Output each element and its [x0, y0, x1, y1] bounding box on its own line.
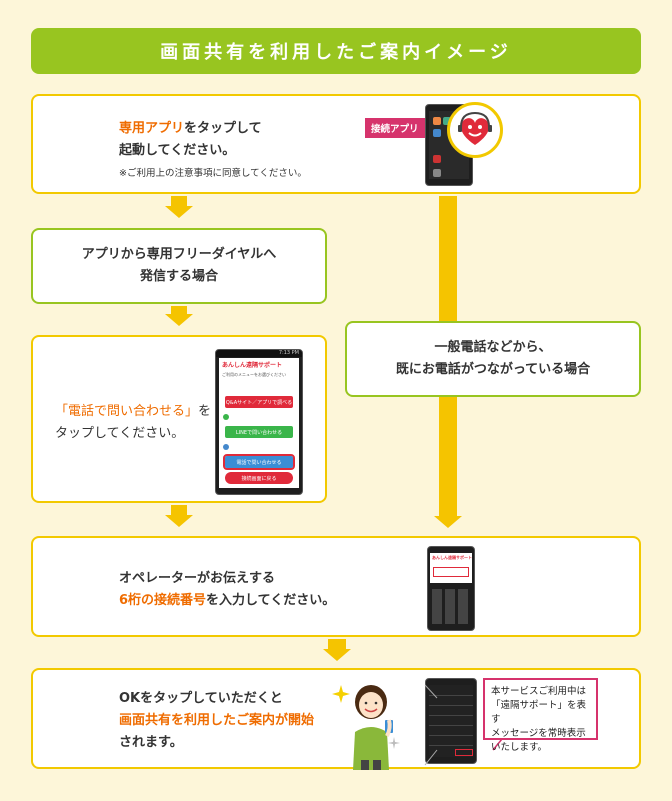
step5-text: OKをタップしていただくと 画面共有を利用したご案内が開始 されます。 — [119, 688, 314, 754]
page-title: 画面共有を利用したご案内イメージ — [31, 28, 641, 74]
step5-line3: されます。 — [119, 735, 183, 750]
step4-line2-rest: を入力してください。 — [206, 593, 336, 608]
step3-line1-rest: を — [198, 404, 212, 419]
step3-line2: タップしてください。 — [55, 426, 185, 441]
callout-line: 「遠隔サポート」を表す — [491, 700, 587, 725]
step2a-box: アプリから専用フリーダイヤルへ 発信する場合 — [31, 228, 327, 304]
flow-arrow-head — [323, 649, 351, 661]
step1-app-highlight: 専用アプリ — [119, 121, 185, 136]
app-icon — [443, 117, 451, 125]
code-input[interactable] — [433, 567, 469, 577]
remote-support-callout: 本サービスご利用中は 「遠隔サポート」を表す メッセージを常時表示 いたします。 — [483, 678, 598, 753]
status-bar: 7:13 PM — [216, 350, 302, 357]
step3-box: 「電話で問い合わせる」を タップしてください。 7:13 PM あんしん遠隔サポ… — [31, 335, 327, 503]
phone-menu-screen: 7:13 PM あんしん遠隔サポート ご利用のメニューをお選びください Q&Aサ… — [215, 349, 303, 495]
phone-code-screen: あんしん遠隔サポート — [427, 546, 475, 631]
list-divider — [429, 745, 473, 746]
app-title: あんしん遠隔サポート — [222, 362, 283, 369]
step2a-line2: 発信する場合 — [139, 269, 218, 284]
faq-button[interactable]: Q&Aサイト／アプリで調べる — [225, 396, 293, 408]
step3-call-highlight: 「電話で問い合わせる」 — [55, 404, 199, 419]
step4-box: オペレーターがお伝えする 6桁の接続番号を入力してください。 あんしん遠隔サポー… — [31, 536, 641, 637]
list-divider — [429, 695, 473, 696]
step4-code-highlight: 6桁の接続番号 — [119, 593, 207, 608]
page-title-text: 画面共有を利用したご案内イメージ — [160, 42, 512, 63]
callout-line: メッセージを常時表示 — [491, 728, 586, 739]
list-divider — [429, 715, 473, 716]
list-divider — [429, 735, 473, 736]
flow-arrow — [328, 639, 346, 649]
callout-line: 本サービスご利用中は — [491, 686, 587, 697]
step5-line1: OKをタップしていただくと — [119, 691, 283, 706]
line-icon — [223, 414, 229, 420]
menu-prompt: ご利用のメニューをお選びください — [222, 372, 286, 377]
flow-arrow-head — [165, 515, 193, 527]
list-divider — [429, 725, 473, 726]
line-button[interactable]: LINEで問い合わせる — [225, 426, 293, 438]
phone-icon — [223, 444, 229, 450]
step1-note: ※ご利用上の注意事項に同意してください。 — [119, 168, 307, 179]
step2a-line1: アプリから専用フリーダイヤルへ — [81, 247, 277, 262]
call-button[interactable]: 電話で問い合わせる — [223, 454, 295, 470]
step2b-box: 一般電話などから、 既にお電話がつながっている場合 — [345, 321, 641, 397]
step5-start-highlight: 画面共有を利用したご案内が開始 — [119, 713, 315, 728]
notification-list — [429, 685, 473, 757]
app-icon — [433, 117, 441, 125]
step1-line2: 起動してください。 — [119, 143, 236, 158]
keypad[interactable] — [432, 589, 470, 624]
phone-notification-screen — [425, 678, 477, 764]
step1-line1-rest: をタップして — [184, 121, 262, 136]
connect-app-badge: 接続アプリ — [365, 118, 425, 138]
step5-box: OKをタップしていただくと 画面共有を利用したご案内が開始 されます。 — [31, 668, 641, 770]
heart-support-icon — [458, 111, 492, 145]
callout-line: いたします。 — [491, 742, 548, 753]
menu-screen: あんしん遠隔サポート ご利用のメニューをお選びください Q&Aサイト／アプリで調… — [219, 358, 299, 488]
step1-text: 専用アプリをタップして 起動してください。 ※ご利用上の注意事項に同意してくださ… — [119, 118, 307, 184]
flow-arrow — [171, 196, 187, 206]
app-icon — [433, 169, 441, 177]
flow-arrow — [171, 505, 187, 515]
remote-support-indicator — [455, 749, 473, 756]
flow-arrow-head — [165, 206, 193, 218]
app-icon — [433, 155, 441, 163]
return-button[interactable]: 接続画面に戻る — [225, 472, 293, 484]
list-divider — [429, 705, 473, 706]
step2b-text: 一般電話などから、 既にお電話がつながっている場合 — [347, 337, 639, 381]
flow-arrow-head — [434, 516, 462, 528]
step3-text: 「電話で問い合わせる」を タップしてください。 — [55, 401, 211, 445]
step2b-line2: 既にお電話がつながっている場合 — [395, 362, 591, 377]
step1-box: 専用アプリをタップして 起動してください。 ※ご利用上の注意事項に同意してくださ… — [31, 94, 641, 194]
app-icon — [433, 129, 441, 137]
step2a-text: アプリから専用フリーダイヤルへ 発信する場合 — [33, 244, 325, 288]
code-entry-screen: あんしん遠隔サポート — [430, 553, 472, 583]
flow-arrow — [171, 306, 187, 314]
step4-line1: オペレーターがお伝えする — [119, 571, 276, 586]
step2b-line1: 一般電話などから、 — [434, 340, 552, 355]
app-icon-magnified — [447, 102, 503, 158]
step4-text: オペレーターがお伝えする 6桁の接続番号を入力してください。 — [119, 568, 335, 612]
code-app-title: あんしん遠隔サポート — [432, 555, 472, 560]
operator-illustration-icon — [332, 685, 400, 770]
flow-arrow-head — [165, 314, 193, 326]
